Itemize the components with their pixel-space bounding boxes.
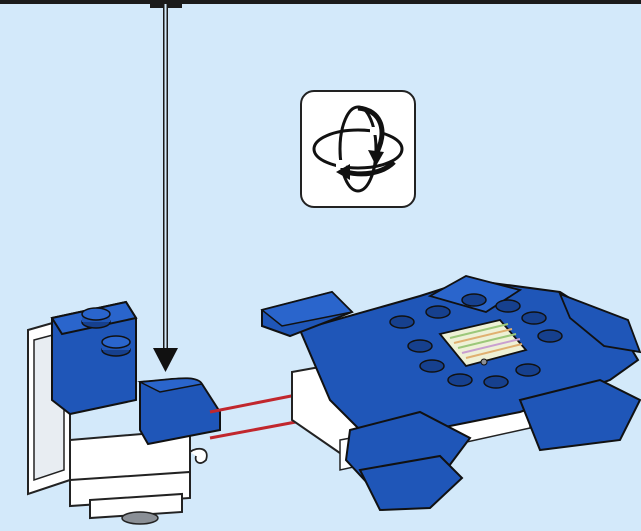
right-subassembly bbox=[262, 276, 640, 510]
placement-guide-line bbox=[150, 2, 182, 350]
down-arrow-icon bbox=[153, 348, 178, 372]
left-subassembly bbox=[28, 302, 220, 524]
